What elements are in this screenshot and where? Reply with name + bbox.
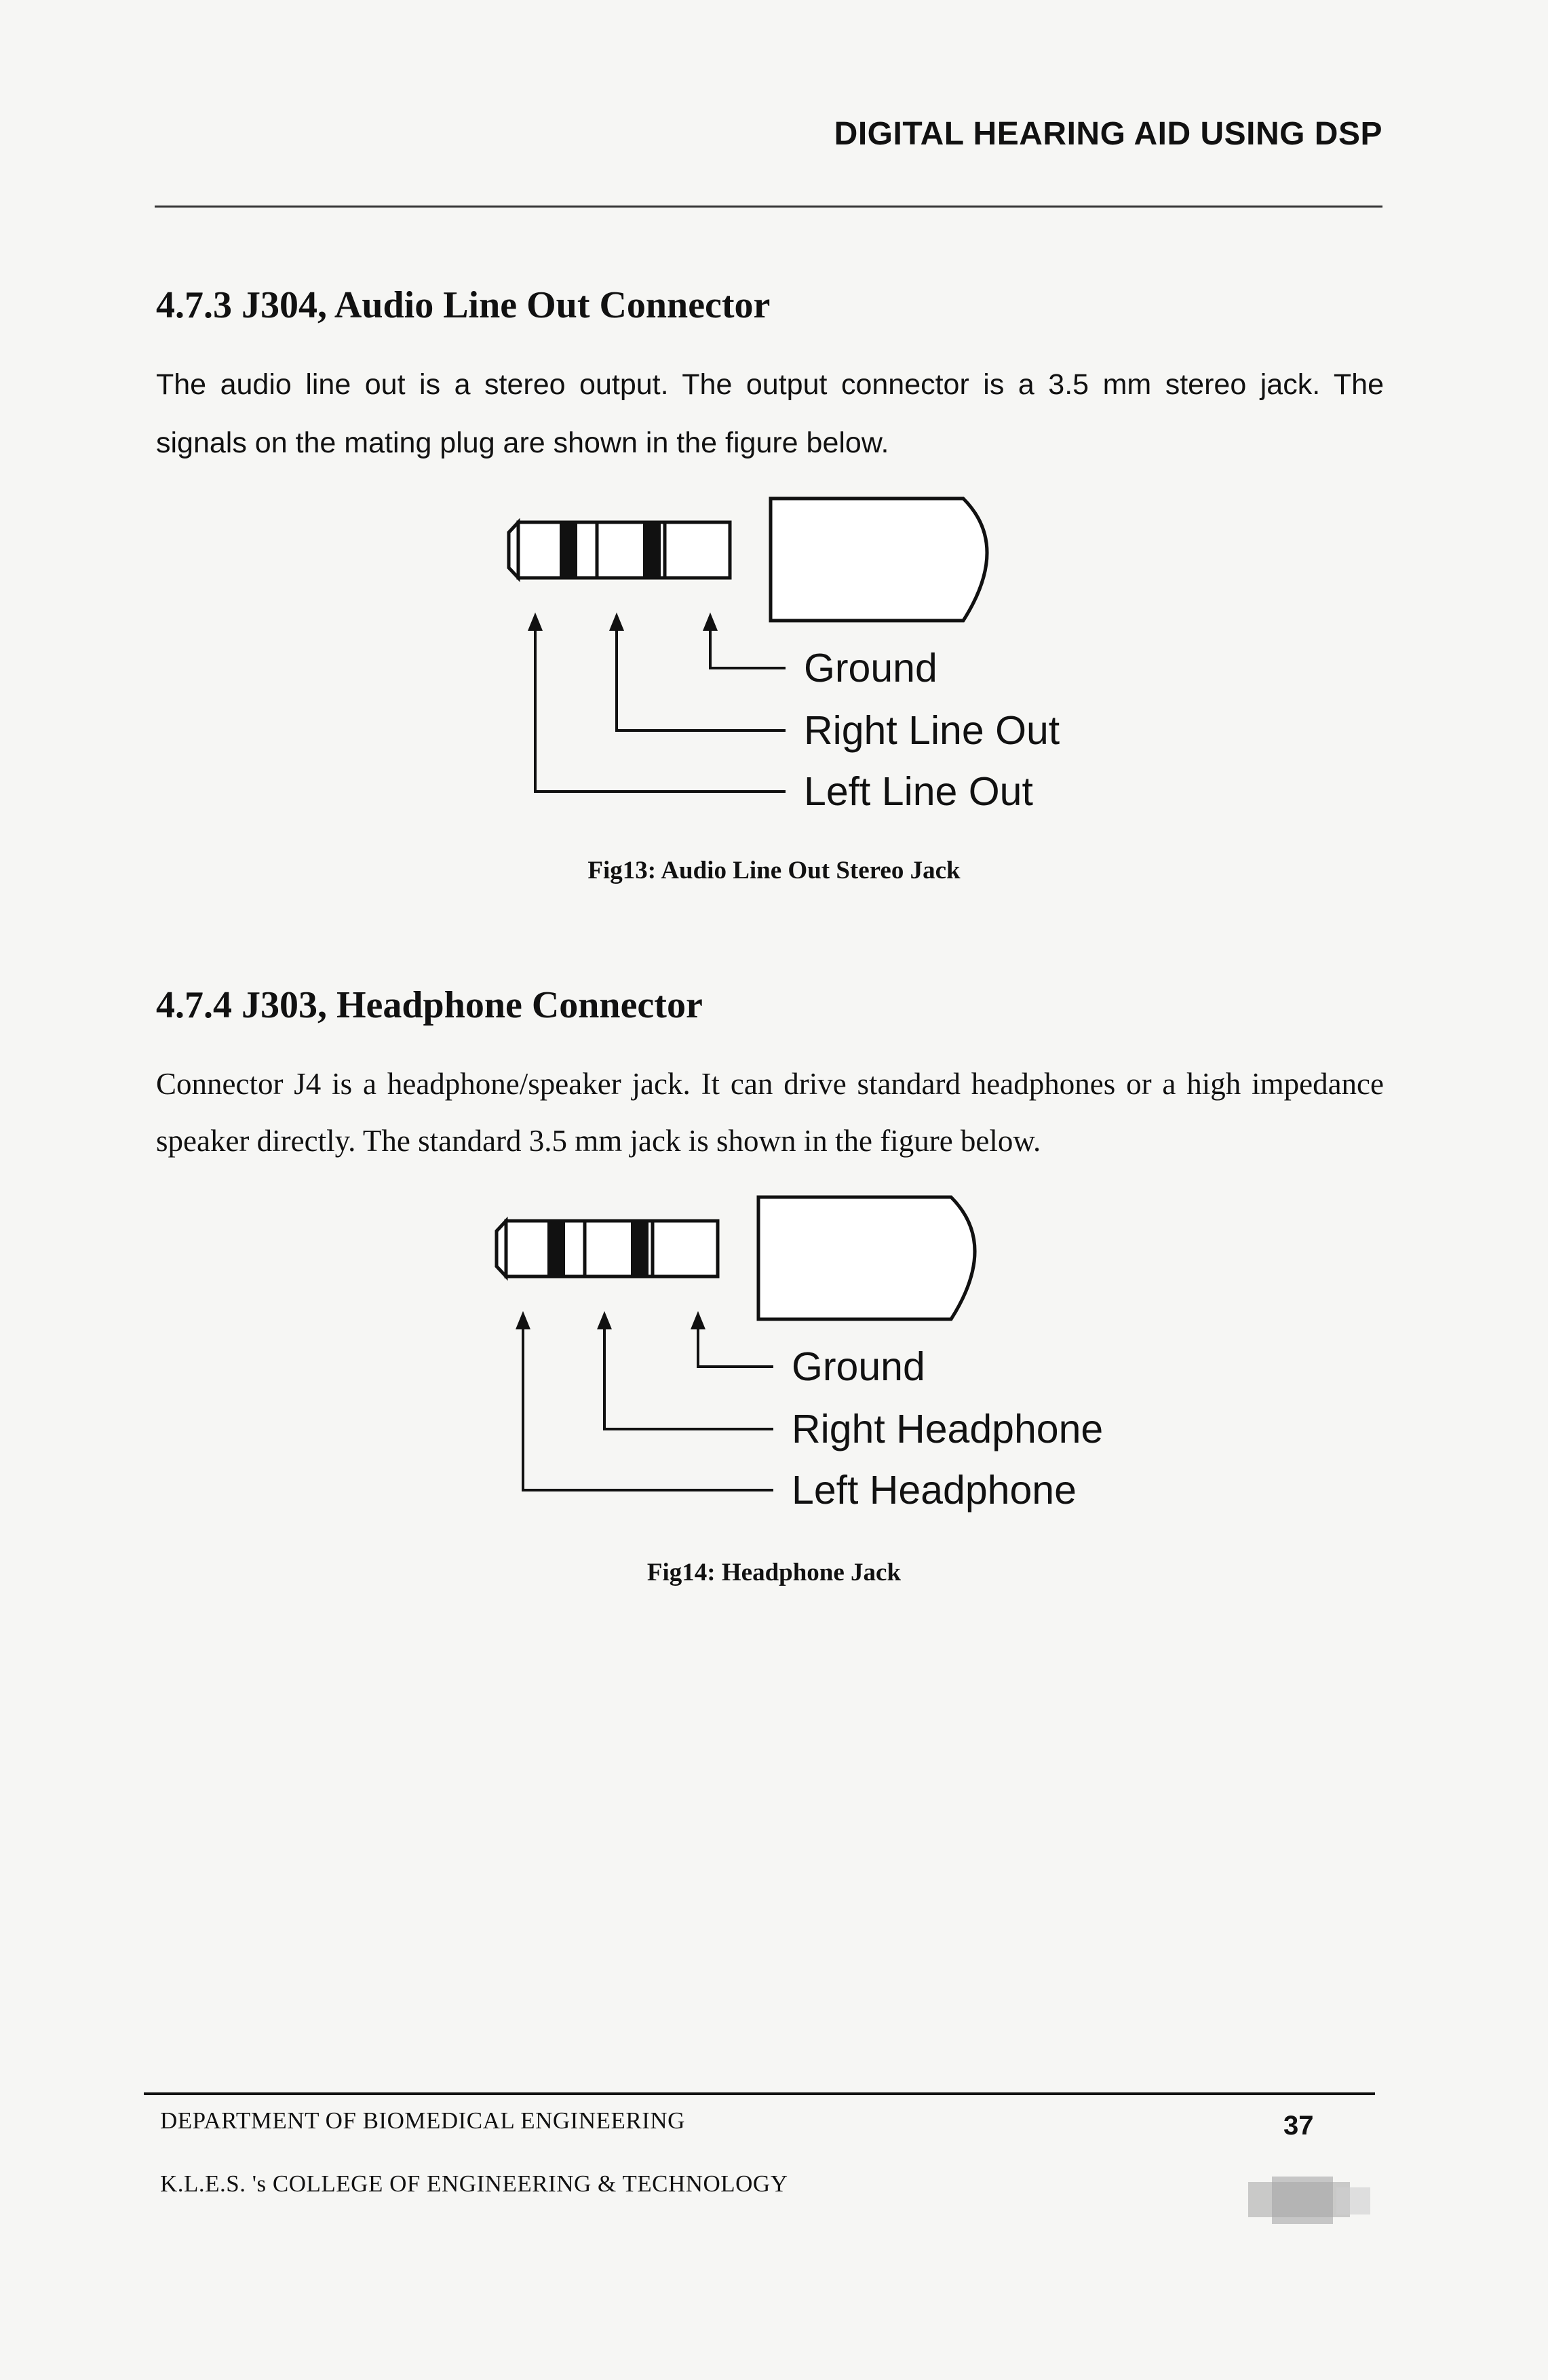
page-number: 37 <box>1283 2111 1314 2141</box>
label-left-line-out: Left Line Out <box>804 769 1033 814</box>
section-paragraph-line-out: The audio line out is a stereo output. T… <box>156 368 1384 459</box>
page-header-title: DIGITAL HEARING AID USING DSP <box>834 116 1382 152</box>
footer-college: K.L.E.S. 's COLLEGE OF ENGINEERING & TEC… <box>160 2170 788 2197</box>
leader-ground <box>709 629 786 669</box>
footer-department: DEPARTMENT OF BIOMEDICAL ENGINEERING <box>160 2107 685 2134</box>
section-paragraph-headphone: Connector J4 is a headphone/speaker jack… <box>156 1067 1384 1158</box>
footer-rule <box>144 2092 1375 2095</box>
label-ground: Ground <box>792 1344 925 1389</box>
arrow-head-left <box>516 1311 530 1329</box>
label-right-headphone: Right Headphone <box>792 1407 1103 1451</box>
label-left-headphone: Left Headphone <box>792 1468 1077 1513</box>
arrow-head-left <box>528 612 543 631</box>
page-stamp-smudge <box>1248 2177 1370 2224</box>
insulator-ring-2 <box>643 522 661 578</box>
plug-tip-segment <box>516 520 599 580</box>
arrow-head-right <box>609 612 624 631</box>
arrow-head-ground <box>691 1311 705 1329</box>
insulator-ring-2 <box>631 1221 649 1276</box>
arrow-head-right <box>597 1311 612 1329</box>
leader-right <box>603 1327 773 1430</box>
figure-line-out-jack: Ground Right Line Out Left Line Out <box>502 492 1112 817</box>
plug-body <box>769 496 989 623</box>
figure-headphone-jack: Ground Right Headphone Left Headphone <box>469 1190 1121 1516</box>
label-right-line-out: Right Line Out <box>804 708 1060 753</box>
leader-right <box>615 629 786 732</box>
insulator-ring-1 <box>560 522 577 578</box>
label-ground: Ground <box>804 646 937 690</box>
section-heading-headphone: 4.7.4 J303, Headphone Connector <box>156 984 703 1026</box>
plug-tip-segment <box>504 1219 587 1279</box>
insulator-ring-1 <box>547 1221 565 1276</box>
section-heading-line-out: 4.7.3 J304, Audio Line Out Connector <box>156 284 771 326</box>
plug-sleeve-segment <box>651 1219 720 1279</box>
header-rule <box>155 206 1382 208</box>
plug-sleeve-segment <box>663 520 732 580</box>
stereo-jack-diagram: Ground Right Line Out Left Line Out <box>507 496 1060 814</box>
figure-caption-14: Fig14: Headphone Jack <box>646 1559 902 1586</box>
figure-caption-13: Fig13: Audio Line Out Stereo Jack <box>587 857 961 884</box>
headphone-jack-diagram: Ground Right Headphone Left Headphone <box>495 1195 1103 1513</box>
leader-left <box>534 629 786 793</box>
plug-body <box>756 1195 977 1321</box>
leader-ground <box>697 1327 773 1368</box>
leader-left <box>522 1327 773 1491</box>
arrow-head-ground <box>703 612 718 631</box>
